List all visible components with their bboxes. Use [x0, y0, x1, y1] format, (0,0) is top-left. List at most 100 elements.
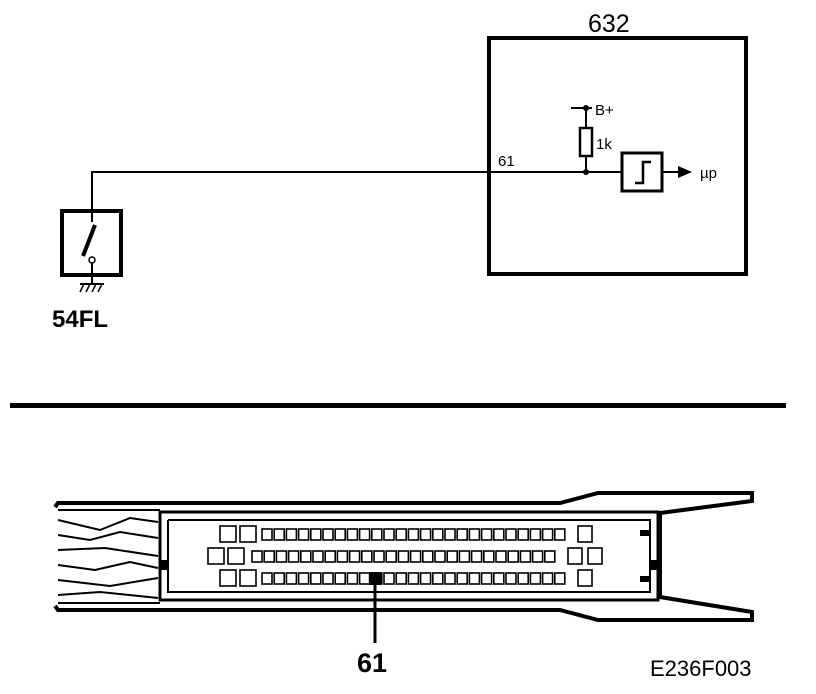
- connector-pin: [383, 528, 395, 541]
- connector-pin: [431, 528, 444, 541]
- connector-pin-large: [207, 547, 225, 565]
- connector-pin-large: [239, 569, 257, 587]
- connector-pin: [251, 550, 263, 563]
- switch-icon: [81, 224, 97, 284]
- connector-pin: [334, 528, 347, 541]
- connector-pin: [468, 528, 481, 541]
- connector-pin: [419, 528, 432, 541]
- connector-pin: [407, 572, 420, 585]
- connector-pin-large: [219, 525, 237, 543]
- connector-pin: [261, 572, 273, 585]
- section-divider: [10, 403, 786, 408]
- connector-pin: [299, 550, 312, 563]
- output-label: µp: [700, 165, 717, 182]
- connector-pin: [395, 572, 408, 585]
- connector-pin-large: [567, 547, 583, 565]
- schmitt-trigger: [620, 151, 664, 193]
- connector-pin: [470, 550, 483, 563]
- pin-61-callout: 61: [357, 648, 387, 678]
- connector-pin: [446, 550, 459, 563]
- connector-pin: [275, 550, 288, 563]
- connector-pin: [517, 572, 530, 585]
- pin-61-label: 61: [498, 153, 515, 170]
- connector-pin: [358, 528, 371, 541]
- connector-pin: [541, 572, 554, 585]
- connector-pin: [492, 528, 505, 541]
- connector-pin: [285, 528, 298, 541]
- connector-pin: [358, 572, 371, 585]
- connector-pin-large: [587, 547, 603, 565]
- connector-pin: [309, 528, 322, 541]
- connector-pin: [529, 528, 542, 541]
- connector-pin: [444, 528, 456, 541]
- ground-icon: [79, 283, 104, 293]
- connector-housing: [53, 491, 754, 622]
- connector-pin: [529, 572, 542, 585]
- connector-pin: [543, 550, 556, 563]
- connector-pin: [322, 528, 334, 541]
- connector-pin: [480, 528, 493, 541]
- connector-pin: [431, 572, 444, 585]
- connector-pin: [312, 550, 324, 563]
- connector-pin: [346, 572, 359, 585]
- connector-pin-large: [577, 569, 593, 587]
- resistor: [578, 126, 594, 158]
- connector-pin: [531, 550, 544, 563]
- connector-pin: [456, 572, 469, 585]
- connector-pin: [336, 550, 349, 563]
- connector-pin-large: [577, 525, 593, 543]
- connector-pin: [348, 550, 361, 563]
- connector-pin-large: [227, 547, 245, 565]
- figure-code: E236F003: [650, 656, 752, 681]
- connector-pin: [287, 550, 300, 563]
- connector-pin: [458, 550, 471, 563]
- connector-pin-grid: [207, 525, 603, 587]
- connector-pin: [385, 550, 398, 563]
- connector-pin: [456, 528, 469, 541]
- connector-pin: [346, 528, 359, 541]
- connector-pin: [553, 528, 566, 541]
- switch-label: 54FL: [52, 306, 108, 333]
- connector-pin: [261, 528, 273, 541]
- connector-pin: [273, 572, 286, 585]
- connector-pin: [444, 572, 456, 585]
- connector-pin: [334, 572, 347, 585]
- connector-pin: [419, 572, 432, 585]
- connector-pin: [492, 572, 505, 585]
- switch-wire: [91, 171, 489, 222]
- connector-pin: [297, 528, 310, 541]
- connector-pin: [434, 550, 446, 563]
- connector-pin: [273, 528, 286, 541]
- connector-pin-large: [239, 525, 257, 543]
- connector-pin: [507, 550, 520, 563]
- connector-pin: [373, 550, 385, 563]
- connector-pin: [519, 550, 532, 563]
- connector-pin: [322, 572, 334, 585]
- connector-pin: [285, 572, 298, 585]
- module-label: 632: [588, 10, 630, 38]
- ecu-module-box: [487, 36, 748, 276]
- supply-label: B+: [595, 102, 614, 119]
- connector-pin: [468, 572, 481, 585]
- connector-pin: [407, 528, 420, 541]
- connector-pin-large: [219, 569, 237, 587]
- connector-pin: [383, 572, 395, 585]
- connector-pin: [505, 572, 517, 585]
- connector-pin: [395, 528, 408, 541]
- connector-pin: [553, 572, 566, 585]
- connector-pin: [517, 528, 530, 541]
- resistor-label: 1k: [596, 136, 612, 153]
- connector-pin: [360, 550, 373, 563]
- supply-terminal: [571, 105, 592, 128]
- connector-pin: [370, 528, 383, 541]
- connector-pin: [397, 550, 410, 563]
- connector-pin: [297, 572, 310, 585]
- connector-pin: [495, 550, 507, 563]
- connector-pin: [324, 550, 337, 563]
- output-arrow-icon: [662, 166, 692, 178]
- connector-pin: [309, 572, 322, 585]
- junction-node: [583, 169, 589, 175]
- connector-pin: [541, 528, 554, 541]
- connector-pin: [409, 550, 422, 563]
